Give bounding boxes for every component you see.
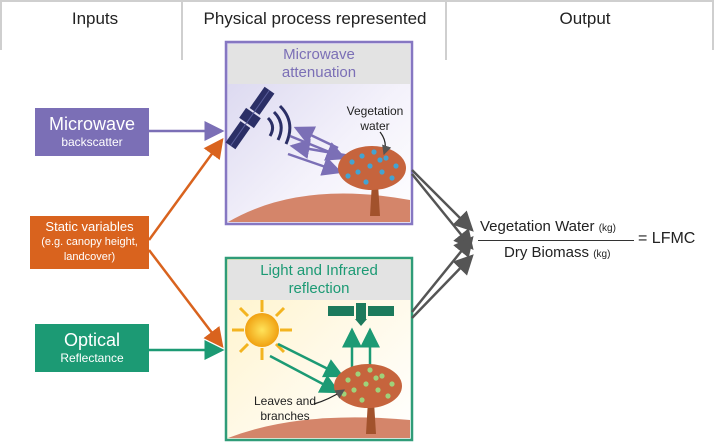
top-rule (0, 0, 714, 2)
static-variables-line2: (e.g. canopy height, (41, 236, 138, 248)
static-variables-box: Static variables (e.g. canopy height, la… (30, 216, 149, 269)
numerator-unit: (kg) (598, 223, 616, 234)
microwave-panel-title: Microwave attenuation (228, 44, 410, 84)
vegetation-water-line2: water (360, 119, 390, 133)
microwave-input-box: Microwave backscatter (35, 108, 149, 156)
denominator-text: Dry Biomass (504, 244, 590, 261)
microwave-input-label: Microwave (48, 114, 136, 134)
sun-icon (232, 300, 292, 360)
input-arrows (147, 121, 225, 360)
lfmc-equation: Vegetation Water (kg) Dry Biomass (kg) =… (474, 216, 704, 266)
static-variables-line1: Static variables (45, 219, 134, 234)
column-divider-outer-left (0, 0, 2, 50)
leaves-branches-line1: Leaves and (253, 394, 317, 408)
optical-input-box: Optical Reflectance (35, 324, 149, 372)
vegetation-water-line1: Vegetation (346, 104, 404, 118)
column-divider-outer-right (712, 0, 714, 50)
column-header-process: Physical process represented (190, 4, 440, 34)
equation-numerator: Vegetation Water (kg) (480, 218, 616, 235)
microwave-input-sublabel: backscatter (61, 135, 123, 149)
optical-input-sublabel: Reflectance (60, 351, 124, 365)
equation-denominator: Dry Biomass (kg) (504, 244, 610, 261)
microwave-satellite-icon (225, 86, 275, 150)
optical-title-line1: Light and Infrared (260, 262, 378, 279)
fraction-bar (478, 240, 634, 241)
output-arrows (411, 169, 474, 319)
column-divider-left (181, 0, 183, 60)
column-header-output: Output (530, 4, 640, 34)
denominator-unit: (kg) (593, 249, 611, 260)
optical-input-label: Optical (63, 330, 121, 350)
numerator-text: Vegetation Water (480, 218, 595, 235)
static-variables-line3: landcover) (63, 251, 116, 263)
equation-result: = LFMC (638, 230, 696, 247)
optical-satellite-icon (328, 303, 394, 326)
microwave-title-line1: Microwave (283, 46, 355, 63)
optical-panel-title: Light and Infrared reflection (228, 260, 410, 300)
vegetation-water-label: Vegetation water (338, 104, 412, 134)
optical-title-line2: reflection (288, 280, 350, 297)
column-header-inputs: Inputs (40, 4, 150, 34)
microwave-tree-icon (338, 146, 406, 216)
column-divider-right (445, 0, 447, 60)
signal-wave-icon (266, 116, 275, 137)
optical-tree-icon (334, 364, 402, 434)
leaves-branches-label: Leaves and branches (248, 394, 322, 424)
microwave-title-line2: attenuation (281, 64, 357, 81)
leaves-branches-line2: branches (260, 409, 310, 423)
